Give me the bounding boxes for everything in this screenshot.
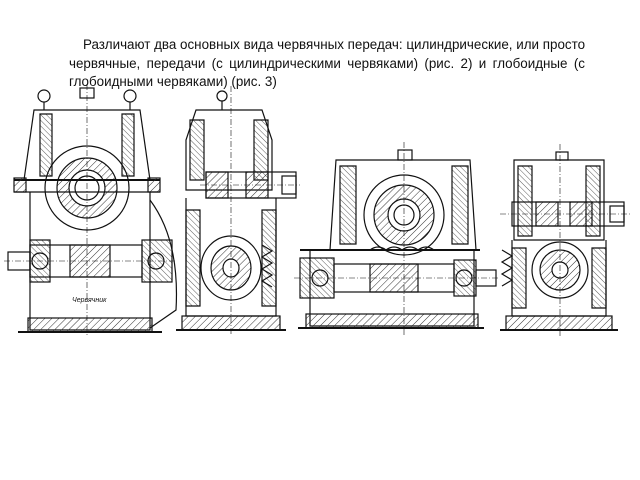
drawing-cylindrical-front — [4, 84, 178, 336]
technical-drawings: Червячник — [4, 84, 632, 336]
drawing-cylindrical-side — [176, 86, 300, 336]
body-paragraph: Различают два основных вида червячных пе… — [69, 37, 586, 90]
drawing-stamp-text: Червячник — [72, 297, 107, 304]
drawing-globoid-side — [500, 144, 632, 336]
drawing-globoid-front — [294, 142, 500, 336]
